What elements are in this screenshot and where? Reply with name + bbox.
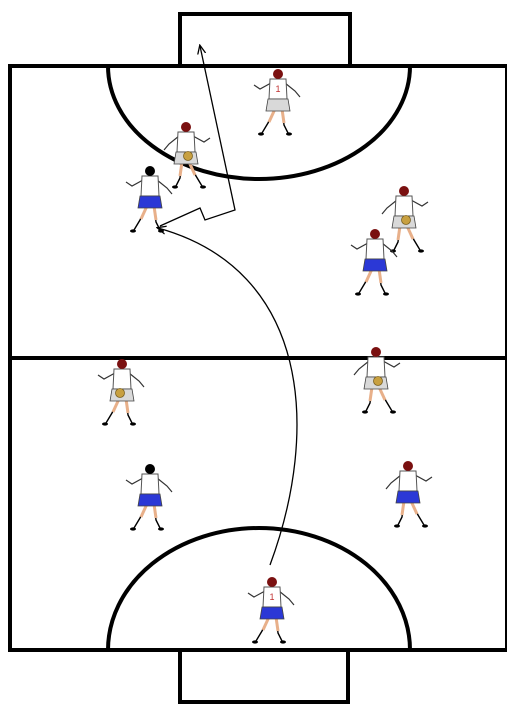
player-head: [370, 229, 380, 239]
top-goal: [180, 14, 350, 66]
ball-icon: [184, 152, 193, 161]
player-blue-player-right-bottom: [386, 461, 432, 528]
player-blue-player-left-bottom: [126, 464, 172, 531]
player-head: [145, 464, 155, 474]
player-head: [181, 122, 191, 132]
bottom-goal-area: [108, 528, 410, 650]
long-pass-arrow: [158, 228, 297, 565]
player-head: [403, 461, 413, 471]
jersey-number: 1: [275, 84, 280, 94]
player-top-defender-center: [164, 122, 210, 189]
player-head: [273, 69, 283, 79]
player-blue-runner-left-top: [126, 166, 172, 233]
player-head: [399, 186, 409, 196]
player-head: [145, 166, 155, 176]
bottom-goal: [180, 650, 348, 702]
shot-arrow: [160, 46, 235, 226]
player-left-mid-player: [98, 359, 144, 426]
player-head: [117, 359, 127, 369]
ball-icon: [374, 377, 383, 386]
top-goal-area: [108, 66, 410, 179]
jersey-number: 1: [269, 592, 274, 602]
player-head: [267, 577, 277, 587]
player-top-goalkeeper: 1: [254, 69, 300, 136]
ball-icon: [402, 216, 411, 225]
player-right-defender-top: [382, 186, 428, 253]
player-head: [371, 347, 381, 357]
ball-icon: [116, 389, 125, 398]
player-bottom-goalkeeper: 1: [248, 577, 294, 644]
player-blue-runner-right-top: [351, 229, 397, 296]
